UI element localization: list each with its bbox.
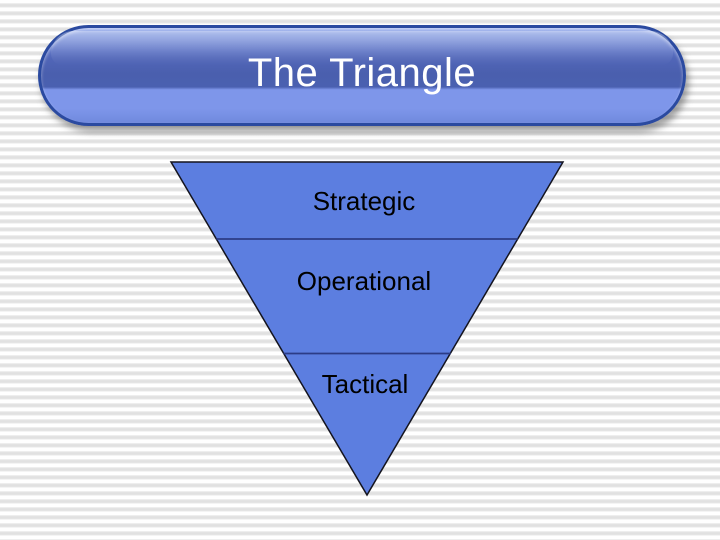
slide-title: The Triangle [247, 51, 477, 95]
level-label-strategic: Strategic [313, 186, 416, 216]
inverted-triangle-shape [169, 161, 565, 497]
level-label-operational: Operational [297, 266, 431, 296]
level-label-tactical: Tactical [322, 369, 409, 399]
